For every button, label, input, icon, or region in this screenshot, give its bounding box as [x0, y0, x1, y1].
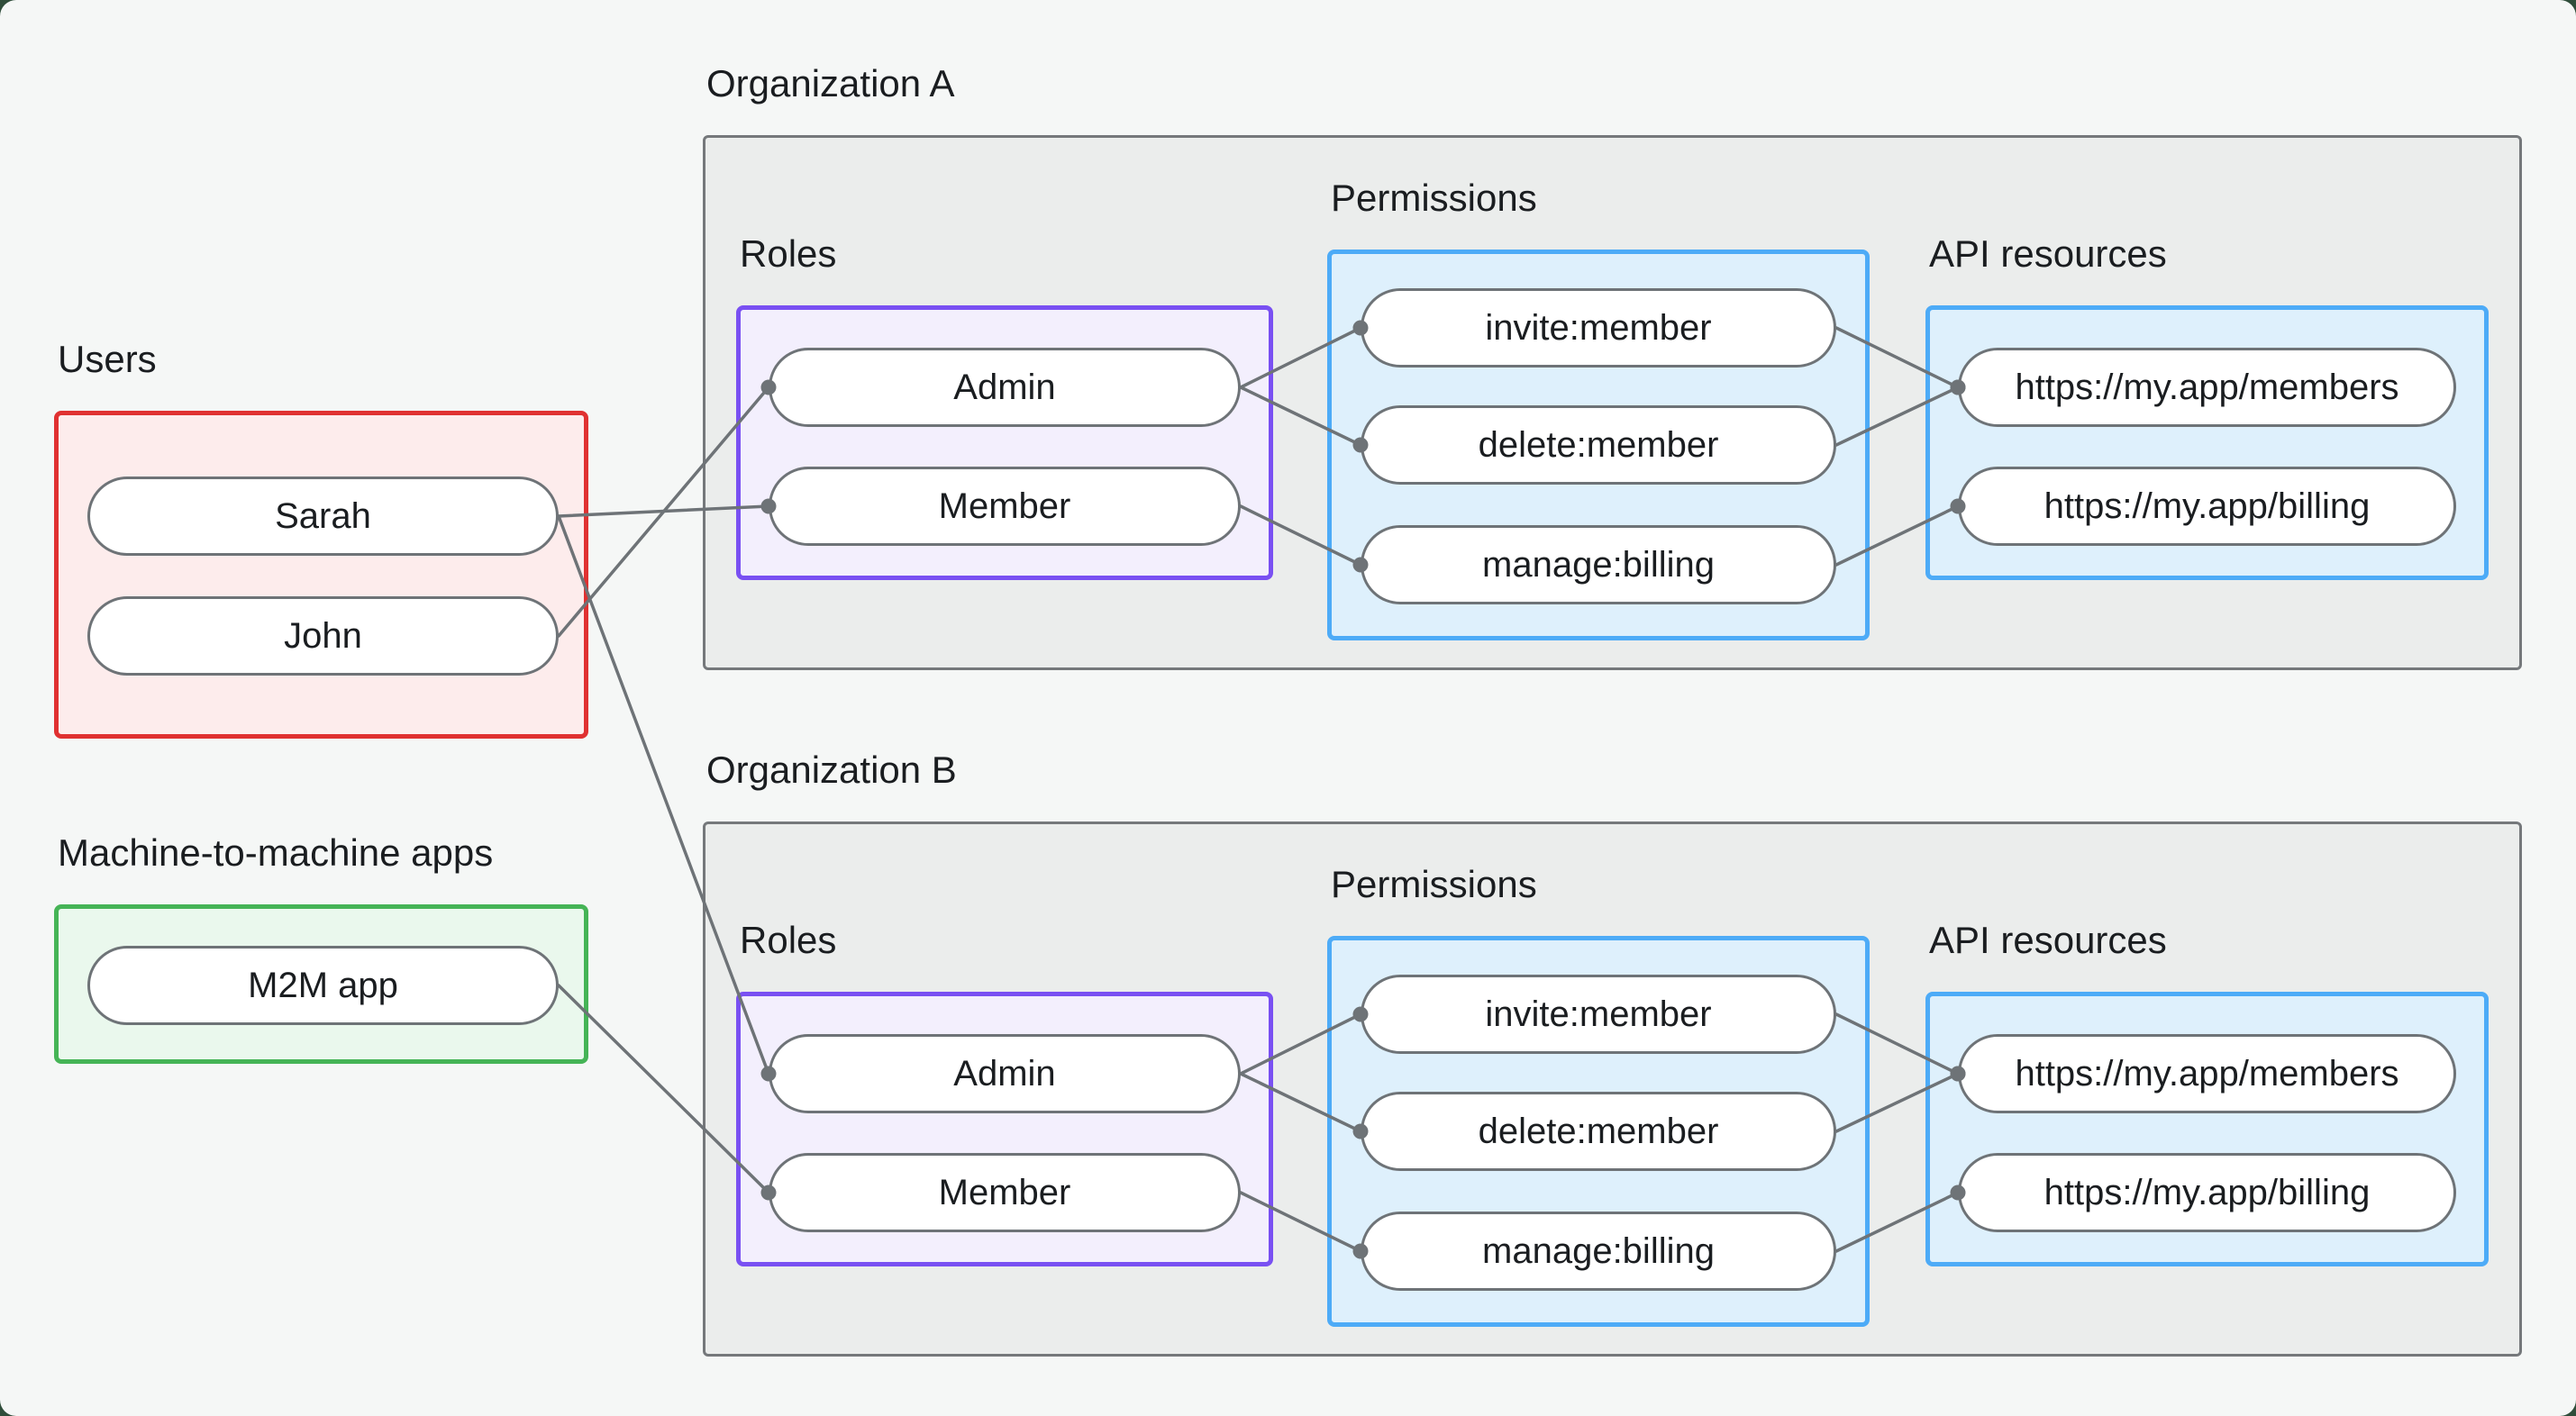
node-john: John	[87, 596, 559, 676]
permissions-b-label: Permissions	[1331, 863, 1537, 905]
node-member-b: Member	[769, 1153, 1241, 1232]
node-member-a: Member	[769, 467, 1241, 546]
roles-b-label: Roles	[740, 919, 837, 961]
node-invite-a: invite:member	[1361, 288, 1836, 368]
permissions-a-label: Permissions	[1331, 177, 1537, 219]
node-billing-b: https://my.app/billing	[1958, 1153, 2456, 1232]
node-sarah: Sarah	[87, 477, 559, 556]
users-label: Users	[58, 338, 157, 380]
node-m2m-app: M2M app	[87, 946, 559, 1025]
node-admin-a: Admin	[769, 348, 1241, 427]
node-members-b: https://my.app/members	[1958, 1034, 2456, 1113]
node-invite-b: invite:member	[1361, 975, 1836, 1054]
node-admin-b: Admin	[769, 1034, 1241, 1113]
node-billing-a: https://my.app/billing	[1958, 467, 2456, 546]
api-resources-b-label: API resources	[1929, 919, 2167, 961]
org-b-label: Organization B	[706, 749, 957, 791]
node-delete-b: delete:member	[1361, 1092, 1836, 1171]
m2m-label: Machine-to-machine apps	[58, 831, 494, 874]
org-a-label: Organization A	[706, 62, 955, 104]
node-manage-b: manage:billing	[1361, 1212, 1836, 1291]
node-members-a: https://my.app/members	[1958, 348, 2456, 427]
roles-a-label: Roles	[740, 232, 837, 275]
node-manage-a: manage:billing	[1361, 525, 1836, 604]
group-users-box	[54, 411, 588, 739]
node-delete-a: delete:member	[1361, 405, 1836, 485]
api-resources-a-label: API resources	[1929, 232, 2167, 275]
